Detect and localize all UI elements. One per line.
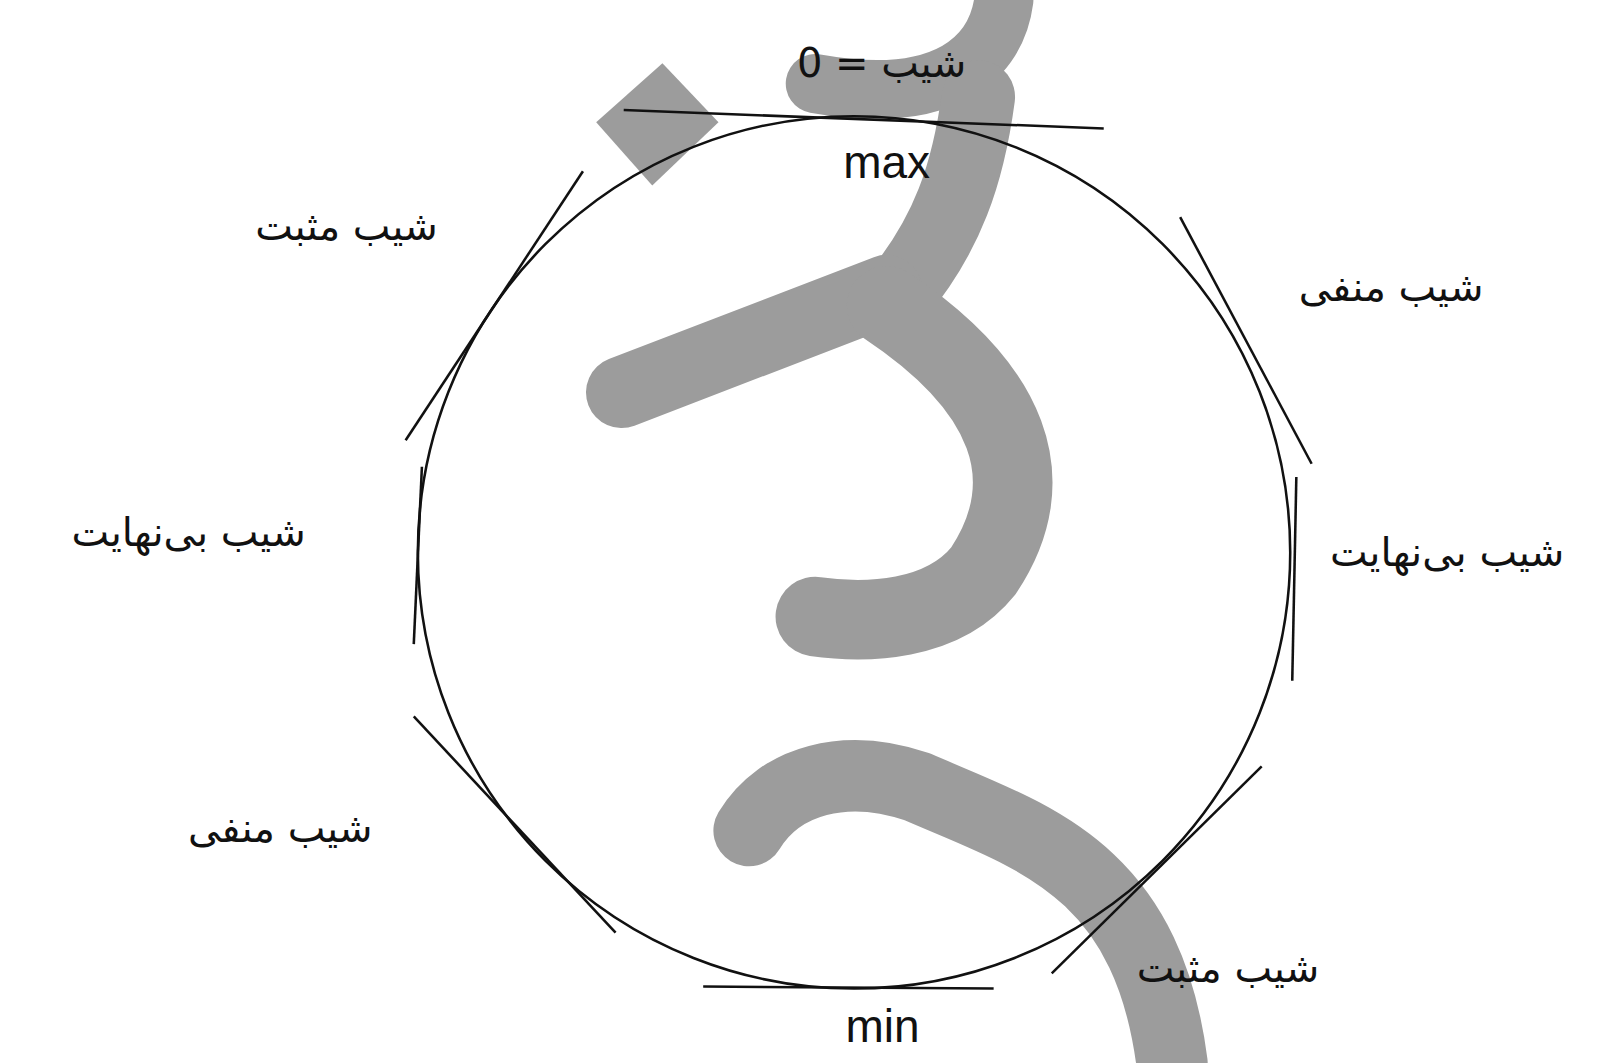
slope-label: min [846, 1000, 920, 1055]
circle-and-tangents [406, 110, 1312, 988]
slope-label: شیب منفی [1299, 263, 1484, 311]
slope-label: شیب بی‌نهایت [1330, 528, 1564, 576]
slope-label: max [843, 135, 930, 190]
slope-label: شیب مثبت [1137, 944, 1319, 992]
slope-label: شیب مثبت [255, 202, 437, 250]
grey-glyph [596, 0, 1172, 1063]
slope-label: شیب بی‌نهایت [71, 508, 305, 556]
slope-label: شیب = 0 [797, 39, 966, 87]
slope-label: شیب منفی [188, 804, 373, 852]
